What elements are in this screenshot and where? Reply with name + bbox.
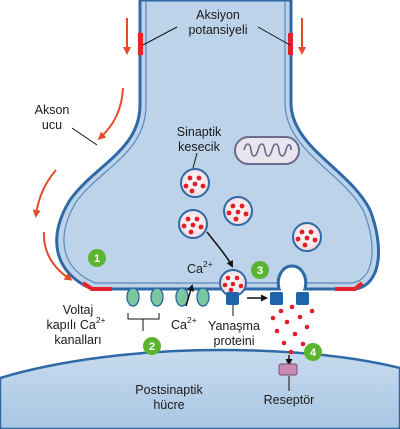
mitochondrion-icon (234, 136, 300, 165)
svg-text:4: 4 (310, 347, 317, 359)
action-potential-label: potansiyeli (188, 23, 247, 37)
calcium-influx-arrow (185, 284, 194, 307)
calcium-channels-label: kanalları (54, 333, 101, 347)
calcium-ion-label: Ca2+ (171, 315, 197, 332)
neurotransmitter-molecules (270, 304, 315, 355)
synaptic-vesicle-icon (223, 196, 253, 226)
axon-terminal-label: Akson (35, 103, 70, 117)
axon-terminal-label: ucu (42, 118, 62, 132)
calcium-channels-label: Voltaj (63, 303, 94, 317)
action-potential-segment (138, 33, 143, 55)
docking-protein-label: Yanaşma (208, 319, 260, 333)
step-marker-1: 1 (88, 249, 106, 267)
calcium-channel-icon (126, 287, 210, 307)
fusion-gap (281, 285, 303, 292)
docking-protein-icon (226, 292, 309, 305)
step-marker-2: 2 (143, 337, 161, 355)
svg-text:3: 3 (257, 265, 263, 277)
propagation-arrow (42, 231, 73, 281)
action-potential-segment (81, 281, 112, 291)
postsynaptic-cell-label: Postsinaptik (135, 383, 203, 397)
fusion-pore (276, 264, 308, 290)
leader-lines (71, 26, 291, 391)
step-marker-4: 4 (304, 343, 322, 361)
action-potential-label: Aksiyon (196, 8, 240, 22)
calcium-ion-label: Ca2+ (187, 259, 213, 276)
postsynaptic-cell (0, 348, 400, 429)
propagation-arrow (97, 87, 124, 141)
receptor-icon (278, 363, 298, 376)
svg-text:1: 1 (94, 253, 100, 265)
synaptic-vesicle-icon (292, 222, 322, 252)
action-potential-segment (288, 33, 293, 55)
docking-protein-label: proteini (214, 334, 255, 348)
propagation-arrow (32, 169, 57, 218)
synaptic-vesicle-icon (178, 209, 208, 239)
postsynaptic-cell-label: hücre (153, 398, 184, 412)
action-potential-segment (335, 281, 364, 291)
svg-text:2: 2 (149, 341, 155, 353)
synaptic-vesicle-label: kesecik (178, 140, 220, 154)
step-marker-3: 3 (251, 261, 269, 279)
vesicle-movement-arrow (206, 231, 233, 268)
receptor-label: Reseptör (264, 393, 315, 407)
synaptic-vesicle-label: Sinaptik (177, 125, 222, 139)
calcium-channels-label: kapılı Ca2+ (46, 315, 105, 332)
synaptic-vesicle-icon (180, 168, 210, 198)
